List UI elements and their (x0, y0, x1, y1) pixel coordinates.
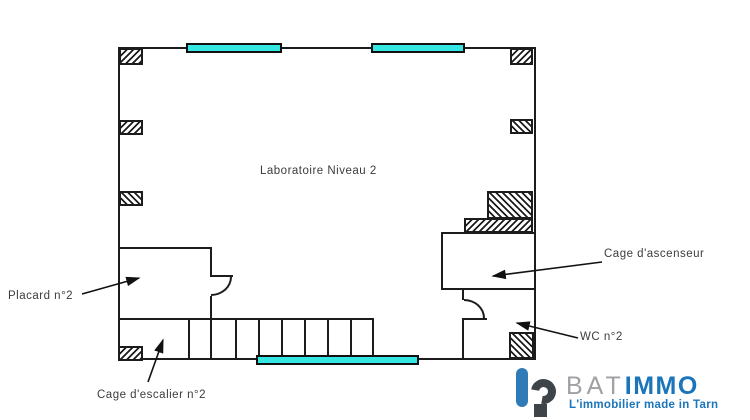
placard-label: Placard n°2 (8, 290, 74, 302)
ascenseur-label: Cage d'ascenseur (604, 248, 705, 260)
wall-pier (510, 119, 533, 134)
placard-arrow (81, 276, 141, 295)
wall-pier (119, 48, 143, 65)
window-strip-bottom (256, 355, 419, 365)
placard-door-swing (211, 277, 232, 296)
placard-door-leaf (210, 275, 233, 277)
stair-wall-top (118, 318, 374, 320)
stair-tread (258, 319, 260, 359)
placard-wall-right-upper (210, 247, 212, 277)
elevator-shaft (441, 232, 536, 290)
escalier-label: Cage d'escalier n°2 (97, 389, 206, 401)
wall-pier (118, 346, 143, 361)
logo-bowl-icon (526, 374, 561, 409)
room-title: Laboratoire Niveau 2 (260, 165, 377, 177)
elevator-hatch-block-lower (464, 218, 533, 233)
stair-tread (235, 319, 237, 359)
wall-pier (119, 191, 143, 206)
wc-wall-pier (509, 332, 534, 359)
logo-word-blue: IMMO (624, 372, 699, 400)
logo-wordmark: BATIMMO (566, 374, 699, 399)
placard-wall-top (118, 247, 212, 249)
elevator-hatch-block-upper (487, 191, 533, 219)
wc-door-swing (464, 299, 485, 318)
logo-square-icon (534, 404, 547, 417)
wc-wall-left-lower (462, 318, 464, 359)
placard-wall-right-lower (210, 296, 212, 359)
wc-label: WC n°2 (580, 331, 623, 343)
stair-wall-right (372, 318, 374, 360)
logo-tagline: L'immobilier made in Tarn (569, 399, 719, 411)
stair-tread (350, 319, 352, 359)
stair-tread (327, 319, 329, 359)
wall-pier (119, 120, 143, 135)
wall-top (118, 47, 536, 49)
wc-door-leaf (462, 318, 487, 320)
stair-tread (304, 319, 306, 359)
stair-tread (188, 319, 190, 359)
stair-tread (281, 319, 283, 359)
escalier-arrow (147, 338, 164, 383)
wall-right (534, 47, 536, 360)
window-strip-top-right (371, 43, 465, 53)
wc-wall-left-upper (462, 290, 464, 300)
window-strip-top-left (186, 43, 282, 53)
logo-word-gray: BAT (566, 372, 625, 400)
logo-b-icon (516, 368, 528, 407)
wall-pier (510, 48, 533, 65)
